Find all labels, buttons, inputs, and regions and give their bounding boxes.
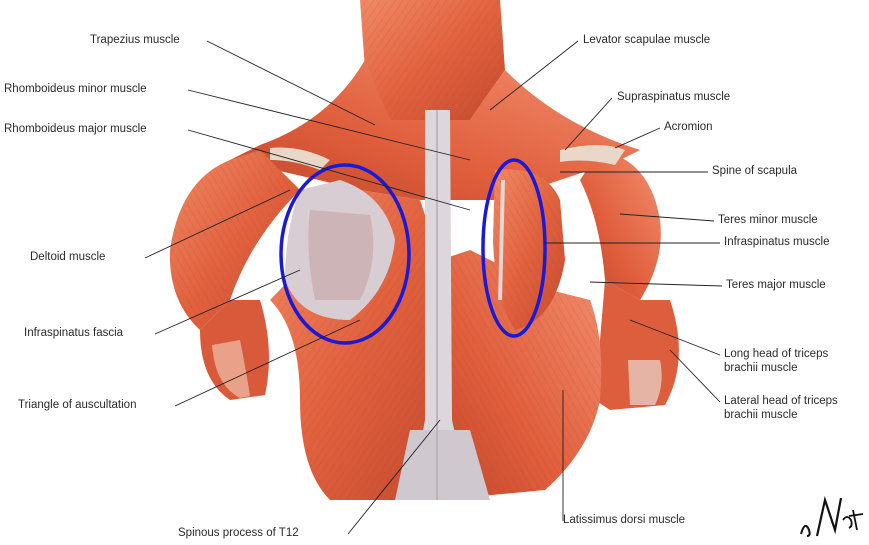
label-long-head-triceps-1: Long head of triceps (724, 348, 828, 361)
label-lateral-head-triceps-2: brachii muscle (724, 409, 798, 422)
label-infraspinatus: Infraspinatus muscle (724, 236, 829, 249)
label-spinous-process: Spinous process of T12 (178, 527, 299, 540)
artist-signature (795, 490, 867, 542)
label-long-head-triceps-2: brachii muscle (724, 362, 798, 375)
label-rhomboid-major: Rhomboideus major muscle (4, 123, 147, 136)
label-lateral-head-triceps-1: Lateral head of triceps (724, 395, 838, 408)
label-latissimus-dorsi: Latissimus dorsi muscle (563, 514, 685, 527)
label-triangle-auscultation: Triangle of auscultation (18, 399, 136, 412)
label-supraspinatus: Supraspinatus muscle (617, 91, 730, 104)
label-acromion: Acromion (664, 121, 713, 134)
label-teres-minor: Teres minor muscle (718, 214, 818, 227)
label-deltoid: Deltoid muscle (30, 251, 105, 264)
label-infraspinatus-fascia: Infraspinatus fascia (24, 327, 123, 340)
label-rhomboid-minor: Rhomboideus minor muscle (4, 83, 147, 96)
label-trapezius: Trapezius muscle (90, 34, 180, 47)
label-levator-scapulae: Levator scapulae muscle (583, 34, 710, 47)
label-teres-major: Teres major muscle (726, 279, 826, 292)
label-spine-of-scapula: Spine of scapula (712, 165, 797, 178)
back-musculature (170, 0, 679, 500)
